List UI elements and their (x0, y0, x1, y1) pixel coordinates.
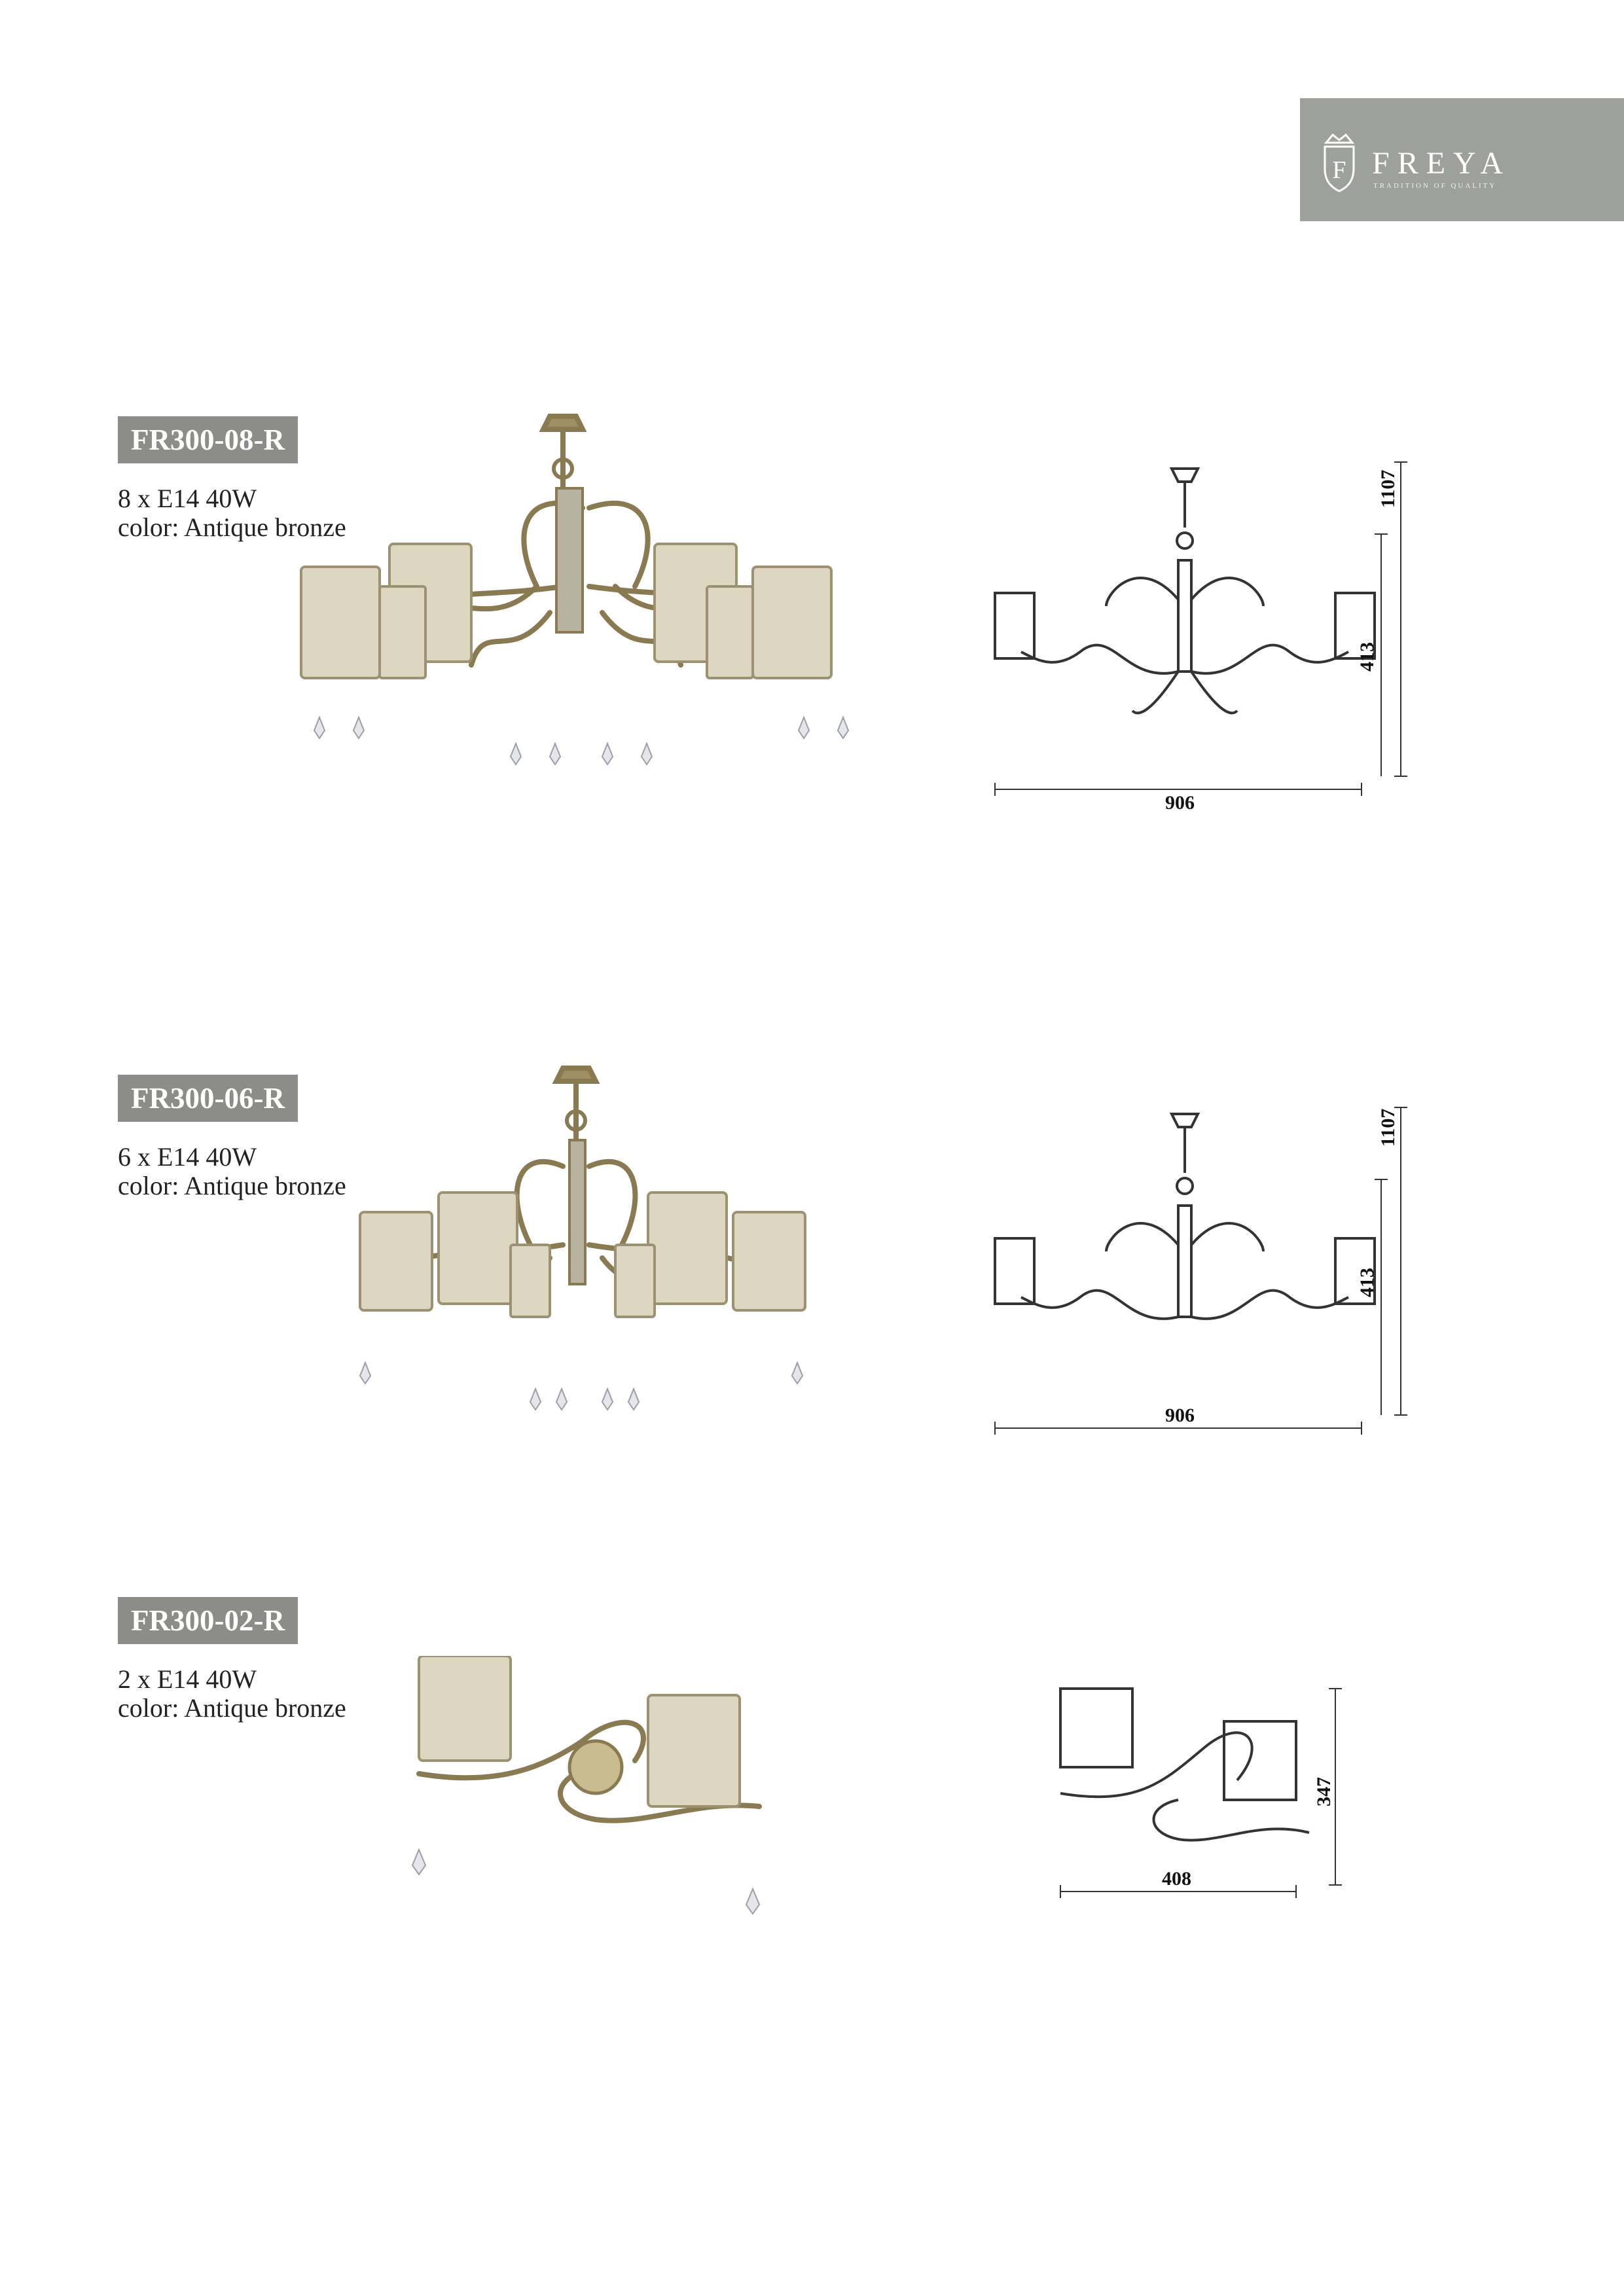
width-dimension: 906 (1165, 1405, 1195, 1426)
width-dimension: 408 (1162, 1868, 1191, 1890)
product-code: FR300-06-R (118, 1075, 298, 1122)
color-spec: color: Antique bronze (118, 1171, 346, 1200)
dimension-drawing-fr300-02: 408 347 (1059, 1687, 1342, 1898)
total-height-dimension: 1107 (1377, 470, 1399, 508)
product-code: FR300-08-R (118, 416, 298, 463)
brand-badge: F FREYA TRADITION OF QUALITY (1300, 98, 1624, 221)
crest-logo-icon: F (1324, 133, 1355, 192)
dimension-drawing-fr300-08: 906 1107 413 (994, 461, 1407, 814)
lamp-spec: 6 x E14 40W (118, 1142, 257, 1172)
width-dimension: 906 (1165, 792, 1195, 814)
wall-lamp-photo (411, 1656, 762, 1915)
color-spec: color: Antique bronze (118, 1693, 346, 1723)
total-height-dimension: 1107 (1377, 1109, 1399, 1147)
product-code: FR300-02-R (118, 1597, 298, 1644)
body-height-dimension: 413 (1356, 642, 1378, 672)
body-height-dimension: 413 (1356, 1268, 1378, 1297)
product-spec: 2 x E14 40W color: Antique bronze (118, 1665, 346, 1723)
chandelier-8-photo (300, 414, 850, 766)
color-spec: color: Antique bronze (118, 512, 346, 542)
height-dimension: 347 (1313, 1777, 1335, 1806)
lamp-spec: 8 x E14 40W (118, 484, 257, 513)
product-spec: 8 x E14 40W color: Antique bronze (118, 484, 346, 542)
lamp-spec: 2 x E14 40W (118, 1664, 257, 1694)
chandelier-6-photo (359, 1066, 806, 1411)
product-spec: 6 x E14 40W color: Antique bronze (118, 1143, 346, 1200)
brand-tagline: TRADITION OF QUALITY (1373, 182, 1497, 190)
svg-text:F: F (1332, 156, 1346, 184)
brand-name: FREYA (1372, 146, 1511, 181)
dimension-drawing-fr300-06: 906 1107 413 (994, 1107, 1407, 1435)
